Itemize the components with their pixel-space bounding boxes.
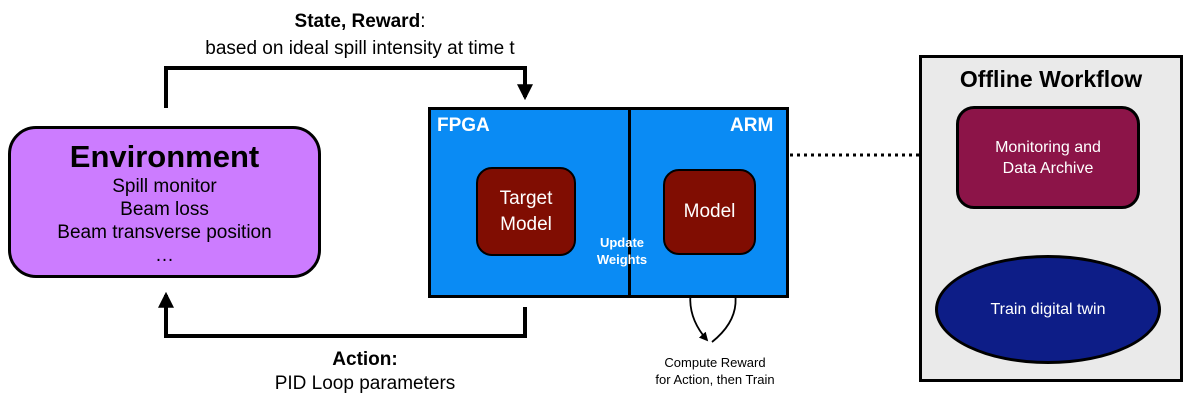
train-digital-twin-ellipse: Train digital twin	[935, 255, 1161, 364]
state-reward-colon: :	[420, 11, 426, 32]
update-weights-label: Update Weights	[577, 234, 667, 268]
state-reward-title: State, Reward	[294, 11, 421, 32]
environment-item: Spill monitor	[112, 176, 217, 197]
fpga-arm-divider	[628, 107, 631, 298]
state-reward-desc: based on ideal spill intensity at time t	[205, 38, 515, 59]
compute-reward-line2: for Action, then Train	[655, 372, 775, 387]
environment-title: Environment	[69, 139, 260, 174]
update-weights-line2: Weights	[596, 252, 648, 267]
target-model-box: Target Model	[476, 167, 576, 256]
action-label: Action: PID Loop parameters	[195, 348, 535, 396]
arm-label: ARM	[730, 115, 774, 136]
environment-item: Beam transverse position	[57, 222, 272, 243]
fpga-label: FPGA	[437, 115, 490, 136]
model-label: Model	[683, 201, 736, 222]
action-arrow	[158, 291, 527, 338]
update-weights-line1: Update	[599, 235, 645, 250]
state-reward-arrow	[164, 66, 533, 108]
target-model-line1: Target	[499, 187, 553, 209]
target-model-line2: Model	[500, 213, 552, 235]
environment-box: Environment Spill monitor Beam loss Beam…	[8, 126, 321, 278]
compute-reward-line1: Compute Reward	[664, 355, 766, 370]
compute-reward-label: Compute Reward for Action, then Train	[620, 354, 810, 388]
model-box: Model	[663, 169, 756, 255]
action-desc: PID Loop parameters	[274, 373, 456, 394]
monitoring-line2: Data Archive	[1002, 159, 1094, 177]
environment-item: …	[155, 245, 174, 266]
environment-item: Beam loss	[120, 199, 209, 220]
monitoring-archive-box: Monitoring and Data Archive	[956, 106, 1140, 209]
action-title: Action:	[332, 349, 398, 370]
offline-workflow-title: Offline Workflow	[959, 66, 1143, 92]
state-reward-label: State, Reward: based on ideal spill inte…	[150, 8, 570, 62]
train-digital-twin-label: Train digital twin	[990, 300, 1106, 318]
monitoring-line1: Monitoring and	[995, 138, 1101, 156]
